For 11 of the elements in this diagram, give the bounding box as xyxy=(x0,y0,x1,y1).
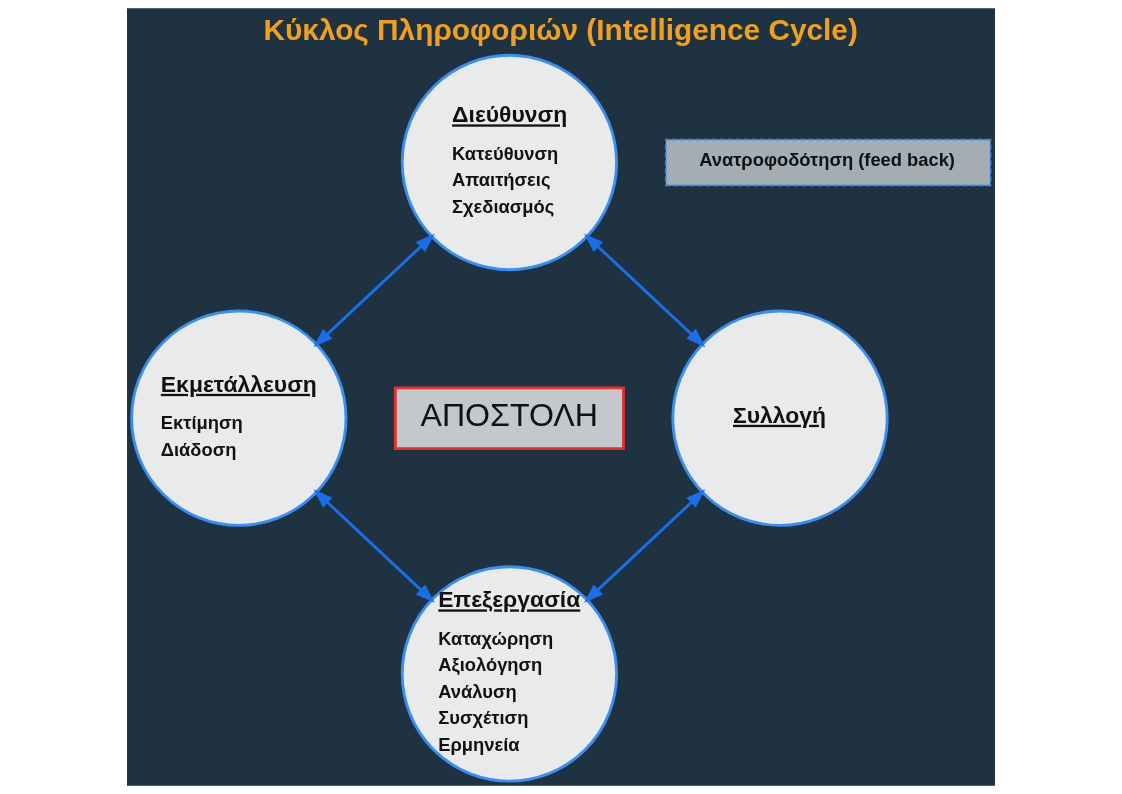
node-box: ΑΠΟΣΤΟΛΗ xyxy=(393,386,625,451)
arrow xyxy=(313,233,435,348)
node-circle: Συλλογή xyxy=(671,309,889,527)
arrow xyxy=(584,233,706,348)
node-circle: Εκμετάλλευση Εκτίμηση Διάδοση xyxy=(130,309,348,527)
node-box: Ανατροφοδότηση (feed back) xyxy=(665,138,992,187)
node-circle: Επεξεργασία Καταχώρηση Αξιολόγηση Ανάλυση Συσχέτιση Ερμηνεία xyxy=(400,565,619,783)
node-circle: Διεύθυνση Κατεύθυνση Απαιτήσεις Σχεδιασμός xyxy=(400,53,619,272)
arrow xyxy=(313,489,435,603)
arrow xyxy=(584,489,706,603)
diagram-title: Κύκλος Πληροφοριών (Intelligence Cycle) xyxy=(263,13,858,47)
